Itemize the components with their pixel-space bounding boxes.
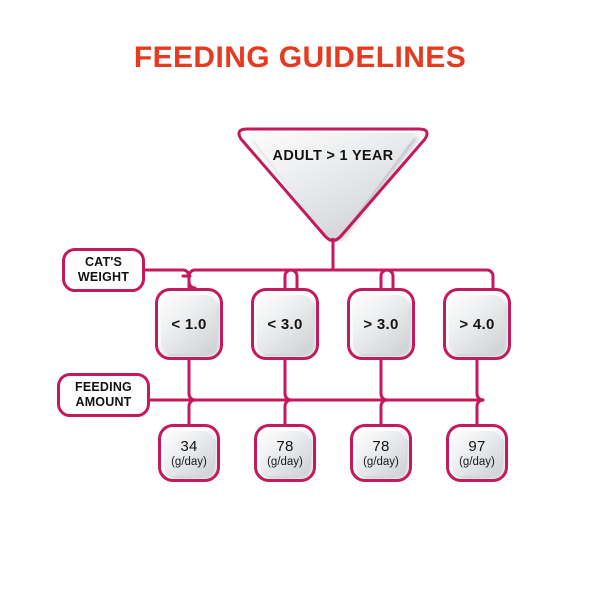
wire-weight-bus	[187, 268, 495, 290]
triangle-face	[250, 133, 416, 238]
weight-node-2[interactable]: < 3.0	[251, 288, 319, 360]
amount-unit: (g/day)	[171, 456, 207, 468]
wire-weight-drop-2b	[289, 268, 299, 290]
row-label-cats-weight: CAT'S WEIGHT	[62, 248, 145, 292]
wire-weight-label-elbow	[143, 268, 197, 290]
row-label-feeding-amount: FEEDING AMOUNT	[57, 373, 150, 417]
amount-node-face: 78 (g/day)	[260, 430, 310, 476]
amount-value: 34	[180, 438, 198, 455]
amount-unit: (g/day)	[363, 456, 399, 468]
amount-node-1[interactable]: 34 (g/day)	[158, 424, 220, 482]
wire-amount-drop-3	[379, 398, 389, 426]
amount-node-face: 97 (g/day)	[452, 430, 502, 476]
amount-value: 78	[372, 438, 390, 455]
wire-amount-up-2	[283, 358, 293, 402]
amount-value: 78	[276, 438, 294, 455]
weight-value: < 1.0	[171, 315, 207, 333]
wire-amount-up-3	[379, 358, 389, 402]
weight-node-face: < 3.0	[257, 294, 313, 354]
wire-amount-drop-1	[187, 398, 197, 426]
amount-node-face: 34 (g/day)	[164, 430, 214, 476]
wire-weight-drop-3b	[385, 268, 395, 290]
triangle-outline	[237, 127, 429, 242]
root-node-label: ADULT > 1 YEAR	[272, 148, 394, 164]
weight-node-4[interactable]: > 4.0	[443, 288, 511, 360]
weight-node-face: < 1.0	[161, 294, 217, 354]
amount-node-4[interactable]: 97 (g/day)	[446, 424, 508, 482]
wire-amount-up-4	[475, 358, 485, 402]
amount-node-2[interactable]: 78 (g/day)	[254, 424, 316, 482]
wire-amount-drop-2	[283, 398, 293, 426]
amount-value: 97	[468, 438, 486, 455]
page-title: FEEDING GUIDELINES	[133, 41, 467, 74]
row-label-line1: CAT'S	[84, 254, 123, 269]
weight-node-1[interactable]: < 1.0	[155, 288, 223, 360]
root-node-adult[interactable]: ADULT > 1 YEAR	[233, 126, 433, 242]
amount-unit: (g/day)	[459, 456, 495, 468]
row-label-line1: FEEDING	[75, 379, 132, 394]
weight-value: > 3.0	[363, 315, 399, 333]
row-label-line2: WEIGHT	[77, 270, 130, 284]
wire-weight-drop-3a	[379, 268, 389, 290]
wire-amount-drop-4	[475, 398, 485, 426]
amount-unit: (g/day)	[267, 456, 303, 468]
amount-node-3[interactable]: 78 (g/day)	[350, 424, 412, 482]
amount-node-face: 78 (g/day)	[356, 430, 406, 476]
weight-node-face: > 4.0	[449, 294, 505, 354]
wire-weight-drop-2a	[283, 268, 293, 290]
row-label-line2: AMOUNT	[75, 395, 132, 409]
weight-value: > 4.0	[459, 315, 495, 333]
weight-value: < 3.0	[267, 315, 303, 333]
weight-node-3[interactable]: > 3.0	[347, 288, 415, 360]
wire-amount-up-1	[187, 358, 197, 402]
weight-node-face: > 3.0	[353, 294, 409, 354]
triangle-shape	[237, 127, 429, 242]
